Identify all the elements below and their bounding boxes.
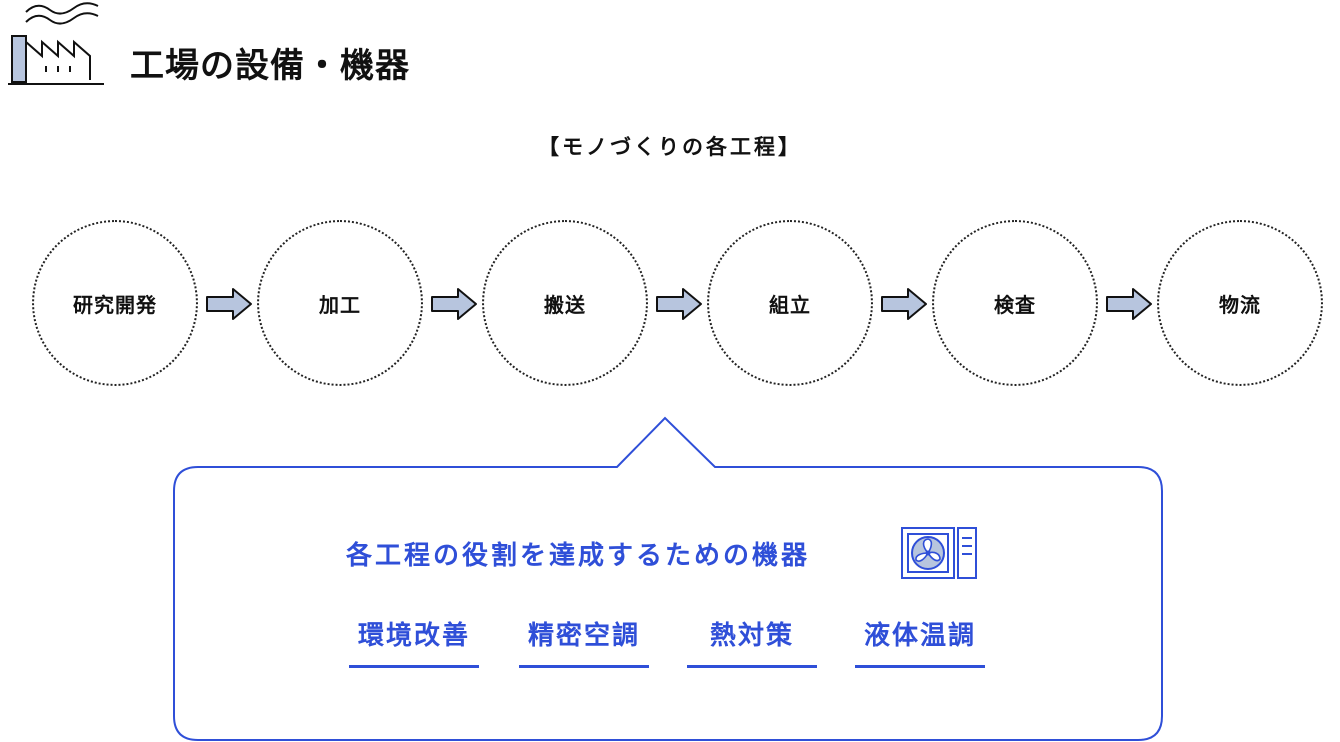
process-heading: 【モノづくりの各工程】 [538,135,802,159]
category-link-precision-air[interactable]: 精密空調 [519,616,649,668]
step-transport: 搬送 [482,220,648,386]
category-link-environment[interactable]: 環境改善 [349,616,479,668]
step-inspection: 検査 [932,220,1098,386]
step-assembly: 組立 [707,220,873,386]
category-link-heat[interactable]: 熱対策 [687,616,817,668]
arrow-right-icon [655,287,703,321]
arrow-right-icon [1105,287,1153,321]
callout-heading: 各工程の役割を達成するための機器 [346,541,811,571]
air-conditioner-icon [900,526,980,582]
arrow-right-icon [880,287,928,321]
category-link-liquid-temp[interactable]: 液体温調 [855,616,985,668]
process-flow: 研究開発 加工 搬送 組立 検査 物流 [32,220,1323,386]
page-title: 工場の設備・機器 [130,46,410,86]
step-processing: 加工 [257,220,423,386]
factory-icon [8,0,104,88]
step-logistics: 物流 [1157,220,1323,386]
arrow-right-icon [430,287,478,321]
arrow-right-icon [205,287,253,321]
step-research-development: 研究開発 [32,220,198,386]
